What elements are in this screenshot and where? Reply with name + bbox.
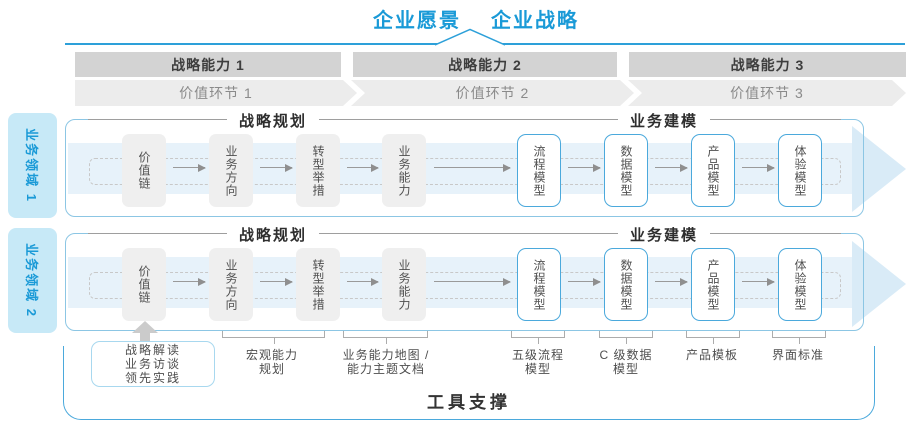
bracket-connector	[222, 331, 325, 344]
box-label: 产品模型	[706, 258, 720, 311]
row1-header-modeling: 业务建模	[617, 110, 711, 131]
box-label: 流程模型	[532, 258, 546, 311]
diagram-title: 企业愿景 企业战略	[21, 4, 910, 33]
box-label: 价值链	[137, 265, 151, 304]
row-header-line	[88, 233, 841, 234]
flow-arrow-icon	[347, 163, 379, 172]
tool-support-label: 工具支撑	[427, 393, 511, 412]
row1-header-planning: 战略规划	[226, 110, 320, 131]
box-label: 价值链	[137, 151, 151, 190]
box-label: 业务方向	[224, 258, 238, 311]
title-vision: 企业愿景	[373, 10, 461, 32]
business-row-2: 战略规划 业务建模 价值链 业务方向 转型举措 业务能力 流程模型 数据模型 产…	[65, 224, 864, 331]
box-value-chain: 价值链	[122, 134, 166, 207]
domain-2-text: 业务领域 2	[24, 243, 39, 318]
box-label: 转型举措	[311, 144, 325, 197]
box-transformation-initiatives: 转型举措	[296, 248, 340, 321]
capability-band-2-label: 战略能力 2	[448, 56, 522, 73]
source-line: 领先实践	[124, 371, 181, 385]
box-process-model: 流程模型	[517, 134, 561, 207]
bracket-connector	[686, 331, 740, 344]
source-line: 战略解读	[124, 343, 181, 357]
bracket-connector	[599, 331, 653, 344]
row2-header-modeling: 业务建模	[617, 224, 711, 245]
annotation-ui-standard: 界面标准	[771, 348, 824, 362]
dashed-track	[89, 272, 841, 299]
domain-1-text: 业务领域 1	[24, 128, 39, 203]
capability-band-2: 战略能力 2	[353, 52, 617, 77]
dashed-track	[89, 158, 841, 185]
domain-label-1: 业务领域 1	[8, 113, 57, 218]
box-business-direction: 业务方向	[209, 134, 253, 207]
box-label: 流程模型	[532, 144, 546, 197]
value-chain-band-1: 价值环节 1	[75, 80, 357, 106]
annotation-l5-process-model: 五级流程 模型	[511, 348, 564, 376]
flow-arrow-icon	[347, 277, 379, 286]
box-value-chain: 价值链	[122, 248, 166, 321]
strategy-inputs-box: 战略解读 业务访谈 领先实践	[91, 341, 215, 387]
flow-arrow-icon	[260, 277, 293, 286]
box-label: 业务能力	[397, 144, 411, 197]
flow-arrow-icon	[260, 163, 293, 172]
box-experience-model: 体验模型	[778, 134, 822, 207]
box-label: 业务能力	[397, 258, 411, 311]
title-strategy: 企业战略	[491, 10, 579, 32]
flow-arrow-icon	[173, 163, 206, 172]
annotation-c-level-data-model: C 级数据 模型	[599, 348, 653, 376]
flow-arrow-icon	[655, 163, 688, 172]
box-label: 业务方向	[224, 144, 238, 197]
box-business-capability: 业务能力	[382, 134, 426, 207]
flow-arrow-icon	[568, 277, 601, 286]
annotation-product-template: 产品模板	[685, 348, 738, 362]
value-chain-band-3: 价值环节 3	[628, 80, 906, 106]
value-chain-band-2: 价值环节 2	[351, 80, 634, 106]
capability-band-3-label: 战略能力 3	[730, 56, 805, 73]
box-label: 体验模型	[793, 258, 807, 311]
business-row-1: 战略规划 业务建模 价值链 业务方向 转型举措 业务能力 流程模型 数据模型 产…	[65, 110, 864, 217]
box-label: 数据模型	[619, 258, 633, 311]
flow-arrow-icon	[434, 277, 511, 286]
row-header-line	[88, 119, 841, 120]
box-business-capability: 业务能力	[382, 248, 426, 321]
box-transformation-initiatives: 转型举措	[296, 134, 340, 207]
box-label: 体验模型	[793, 144, 807, 197]
flow-arrow-icon	[742, 277, 775, 286]
flow-arrow-icon	[173, 277, 206, 286]
capability-band-3: 战略能力 3	[629, 52, 906, 77]
tool-support-frame: 工具支撑	[63, 346, 875, 420]
box-product-model: 产品模型	[691, 134, 735, 207]
capability-band-1-label: 战略能力 1	[171, 56, 245, 73]
value-chain-band-2-label: 价值环节 2	[455, 85, 530, 101]
box-business-direction: 业务方向	[209, 248, 253, 321]
flow-arrow-icon	[434, 163, 511, 172]
annotation-capability-map: 业务能力地图 / 能力主题文档	[342, 348, 430, 376]
flow-arrow-icon	[568, 163, 601, 172]
up-arrow-icon	[132, 321, 158, 333]
up-arrow-icon	[140, 333, 150, 342]
bracket-connector	[511, 331, 565, 344]
domain-label-2: 业务领域 2	[8, 228, 57, 333]
value-chain-band-3-label: 价值环节 3	[730, 85, 804, 101]
row2-header-planning: 战略规划	[226, 224, 320, 245]
flow-arrow-icon	[742, 163, 775, 172]
box-product-model: 产品模型	[691, 248, 735, 321]
caret-up-icon	[435, 28, 505, 46]
source-line: 业务访谈	[124, 357, 181, 371]
annotation-macro-capability-planning: 宏观能力 规划	[245, 348, 298, 376]
box-experience-model: 体验模型	[778, 248, 822, 321]
box-data-model: 数据模型	[604, 248, 648, 321]
box-label: 数据模型	[619, 144, 633, 197]
box-label: 转型举措	[311, 258, 325, 311]
value-chain-band-1-label: 价值环节 1	[179, 85, 253, 101]
flow-arrow-icon	[655, 277, 688, 286]
bracket-connector	[343, 331, 428, 344]
box-label: 产品模型	[706, 144, 720, 197]
bracket-connector	[772, 331, 826, 344]
capability-band-1: 战略能力 1	[75, 52, 341, 77]
box-data-model: 数据模型	[604, 134, 648, 207]
box-process-model: 流程模型	[517, 248, 561, 321]
